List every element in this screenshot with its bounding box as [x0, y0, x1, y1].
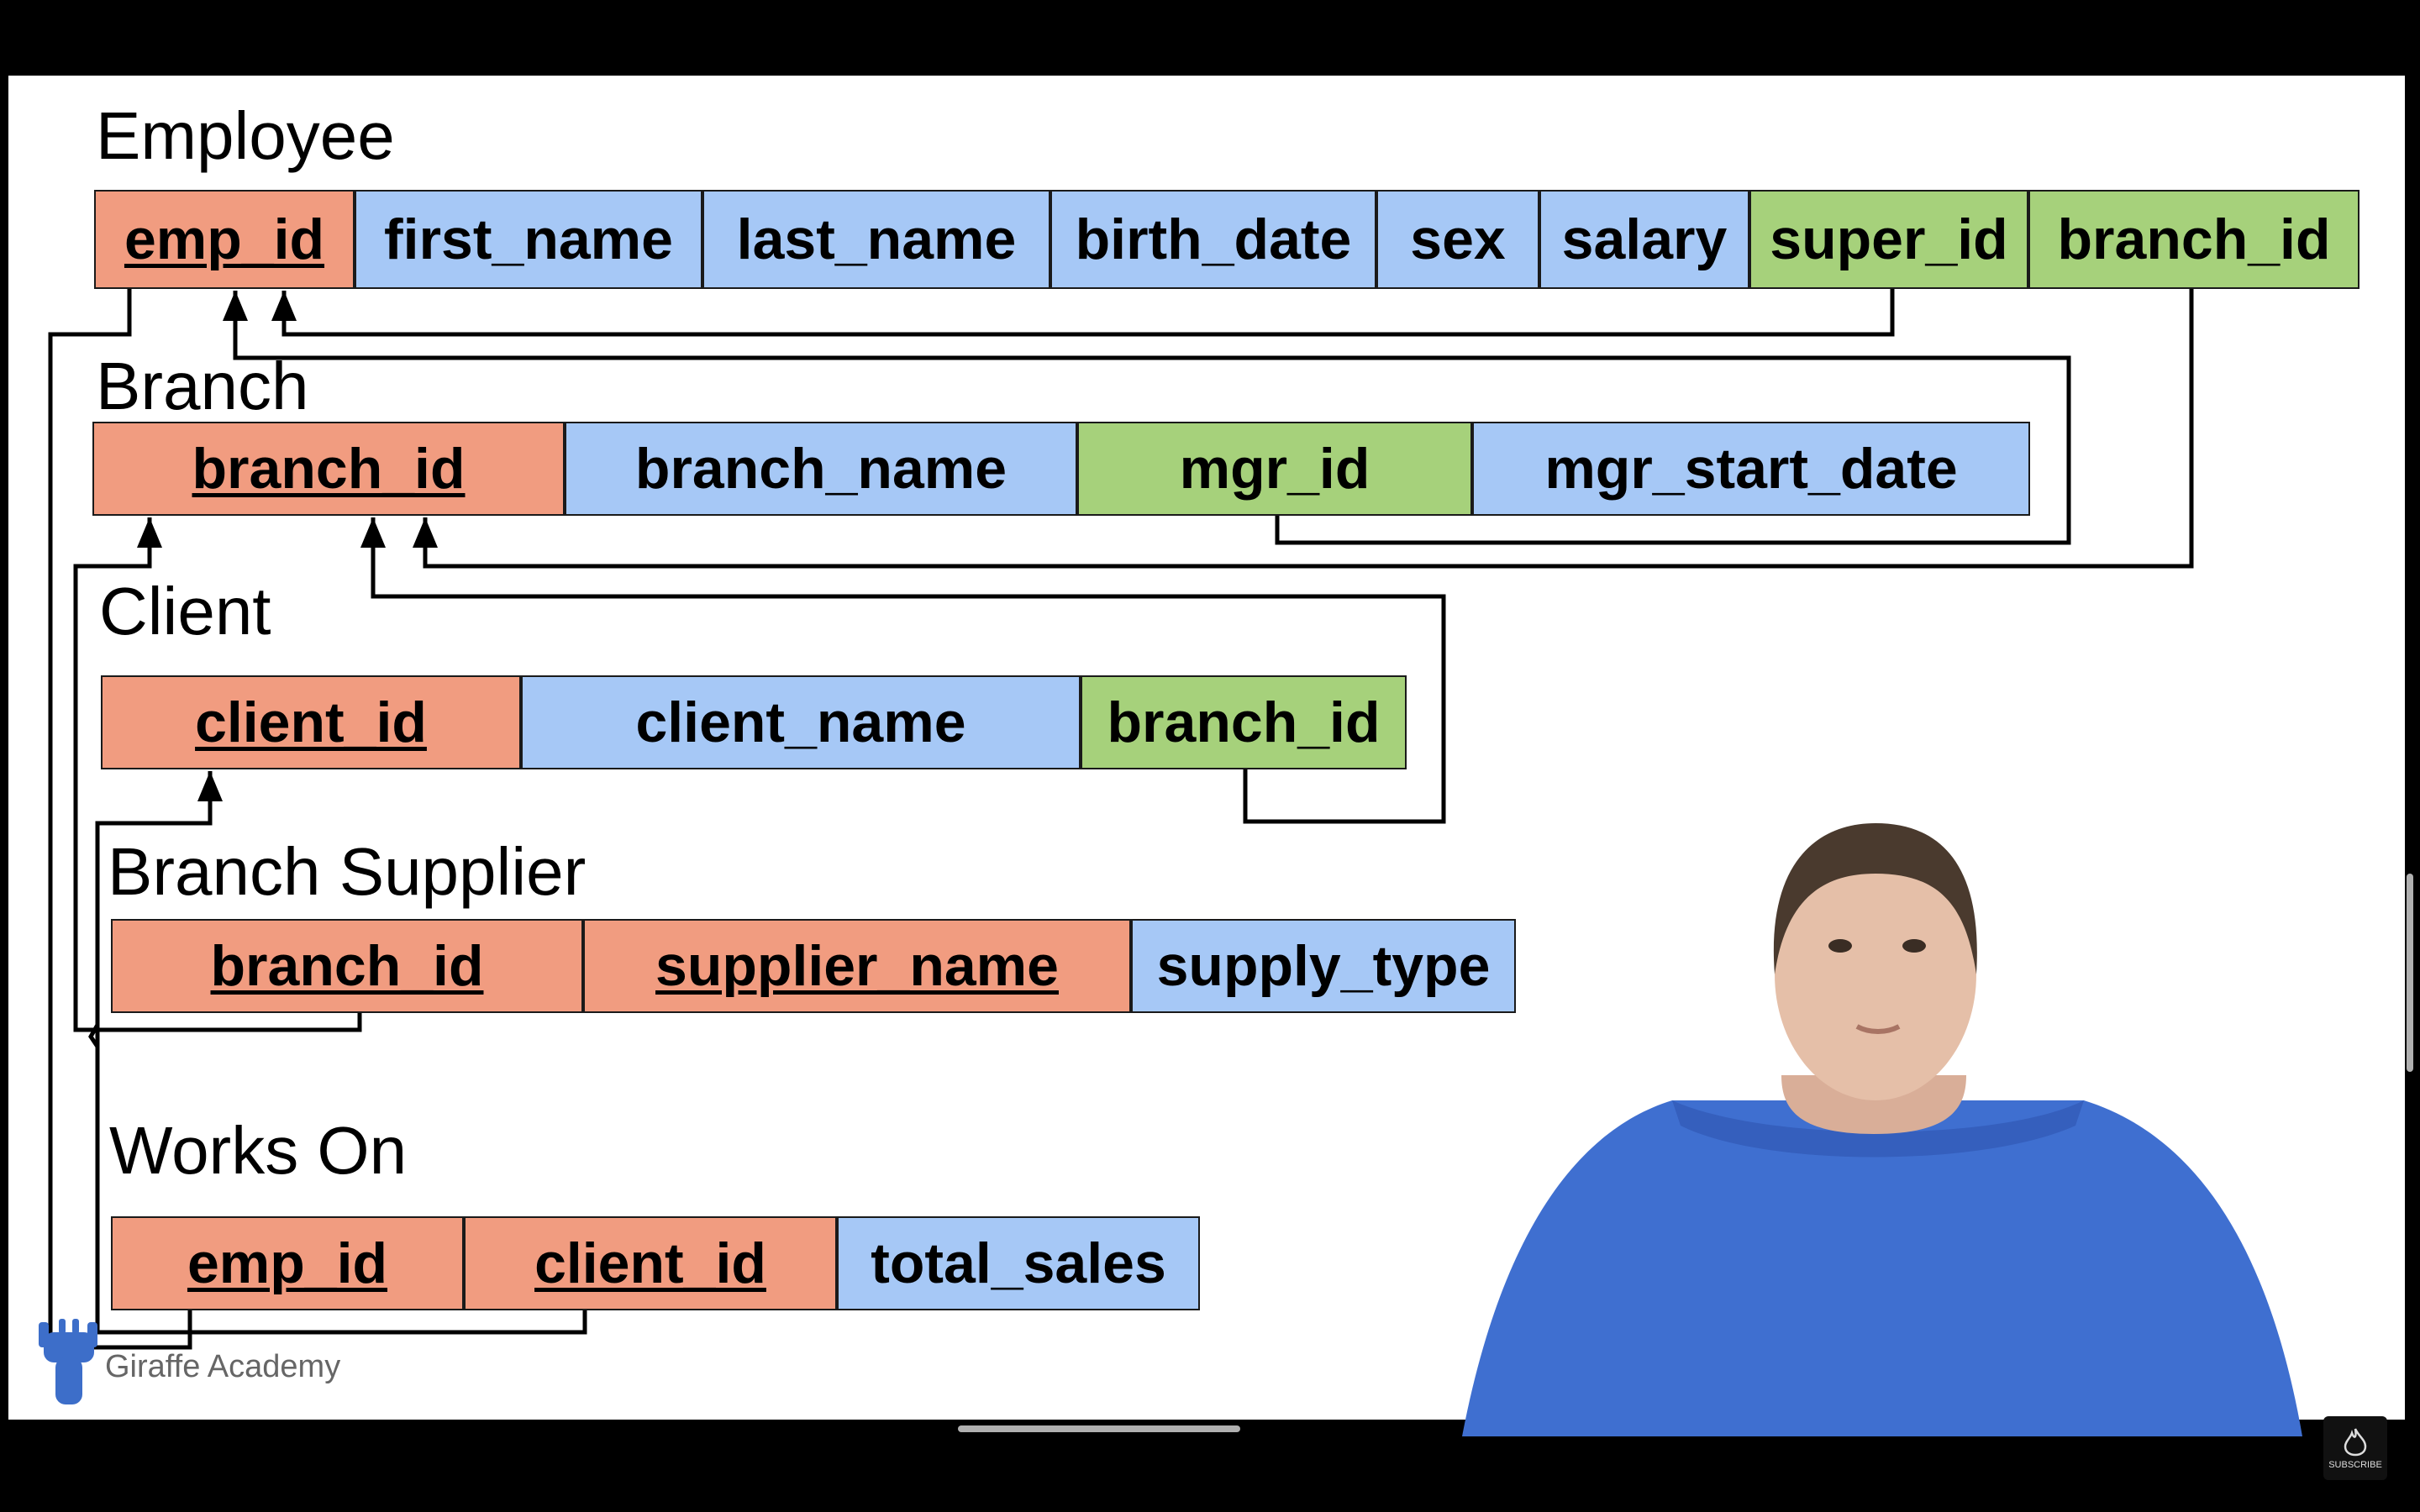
client-client-id-pk: client_id: [101, 675, 521, 769]
works-on-emp-id-pk: emp_id: [111, 1216, 464, 1310]
employee-salary: salary: [1539, 190, 1749, 289]
vertical-scrollbar[interactable]: [2407, 874, 2413, 1072]
works-on-client-id-pk: client_id: [464, 1216, 837, 1310]
branch-branch-name: branch_name: [565, 422, 1077, 516]
horizontal-scrollbar[interactable]: [958, 1425, 1240, 1432]
employee-branch-id-fk: branch_id: [2028, 190, 2360, 289]
watermark-text: Giraffe Academy: [105, 1349, 341, 1384]
client-branch-id-fk: branch_id: [1081, 675, 1407, 769]
client-table-title: Client: [99, 574, 271, 648]
branch-mgr-id-fk: mgr_id: [1077, 422, 1472, 516]
works-on-emp-id-to-emp-id-line: [48, 289, 192, 1350]
subscribe-button[interactable]: SUBSCRIBE: [2323, 1416, 2387, 1480]
branch-table-title: Branch: [96, 349, 309, 423]
employee-last-name: last_name: [702, 190, 1050, 289]
employee-sex: sex: [1376, 190, 1539, 289]
employee-table-title: Employee: [96, 98, 395, 173]
subscribe-label: SUBSCRIBE: [2328, 1460, 2382, 1470]
flame-icon: [2344, 1428, 2367, 1457]
branch-supplier-branch-id-pk: branch_id: [111, 919, 583, 1013]
branch-supplier-supplier-name-pk: supplier_name: [583, 919, 1131, 1013]
client-branch-id-to-branch-id-line: [371, 517, 1446, 824]
branch-supplier-table-title: Branch Supplier: [108, 834, 587, 909]
employee-branch-id-to-branch-id-line: [423, 289, 2194, 569]
giraffe-logo-icon: [39, 1319, 97, 1404]
employee-birth-date: birth_date: [1050, 190, 1376, 289]
supplier-branch-id-to-branch-id-line: [73, 517, 362, 1032]
presenter-video: [1462, 823, 2302, 1436]
branch-branch-id-pk: branch_id: [92, 422, 565, 516]
super-id-to-emp-id-line: [281, 289, 1895, 337]
employee-first-name: first_name: [355, 190, 702, 289]
branch-supplier-supply-type: supply_type: [1131, 919, 1516, 1013]
works-on-client-id-to-client-id-line: [88, 771, 587, 1335]
works-on-table-title: Works On: [109, 1113, 408, 1188]
branch-mgr-start-date: mgr_start_date: [1472, 422, 2030, 516]
client-client-name: client_name: [521, 675, 1081, 769]
employee-super-id-fk: super_id: [1749, 190, 2028, 289]
employee-emp-id-pk: emp_id: [94, 190, 355, 289]
mgr-id-to-emp-id-line: [233, 291, 2071, 545]
works-on-total-sales: total_sales: [837, 1216, 1200, 1310]
